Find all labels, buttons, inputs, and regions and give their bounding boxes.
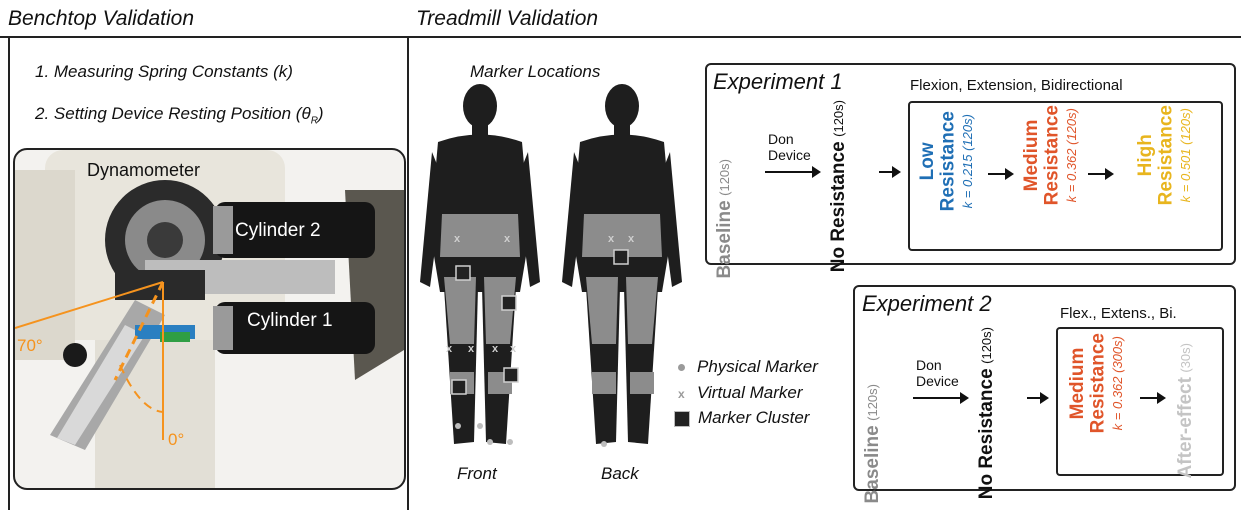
- device-photo-illustration: [15, 150, 404, 488]
- exp2-med-label-1: Medium: [1067, 347, 1088, 419]
- exp2-don-device: Don Device: [916, 357, 968, 389]
- exp1-low-label-2: Resistance: [938, 111, 959, 211]
- exp1-high-k: k = 0.501 (120s): [1178, 108, 1193, 202]
- legend-physical-label: Physical Marker: [697, 357, 818, 376]
- treadmill-title: Treadmill Validation: [416, 7, 598, 31]
- exp1-no-resistance-time: (120s): [831, 100, 846, 137]
- exp2-after-effect: After-effect (30s): [1176, 343, 1197, 478]
- exp1-arrow-1: [765, 171, 819, 173]
- exp2-med-k: k = 0.362 (300s): [1110, 336, 1125, 430]
- svg-text:x: x: [504, 233, 511, 245]
- step-resting-position-text: 2. Setting Device Resting Position (θR): [35, 104, 324, 123]
- exp1-low-resistance: Low Resistance k = 0.215 (120s): [918, 111, 976, 211]
- svg-text:x: x: [492, 343, 499, 355]
- step-resting-position: 2. Setting Device Resting Position (θR): [35, 104, 324, 126]
- left-edge: [8, 36, 10, 510]
- front-label: Front: [457, 464, 497, 484]
- legend-cluster: Marker Cluster: [674, 408, 809, 428]
- exp1-medium-resistance: Medium Resistance k = 0.362 (120s): [1022, 105, 1080, 205]
- cylinder-1-label: Cylinder 1: [247, 310, 333, 332]
- exp2-arrow-2: [1027, 397, 1047, 399]
- angle-0-label: 0°: [168, 430, 184, 450]
- exp1-high-resistance: High Resistance k = 0.501 (120s): [1136, 105, 1194, 205]
- exp1-no-resistance-label: No Resistance: [828, 141, 849, 272]
- exp2-after-time: (30s): [1178, 343, 1193, 373]
- physical-marker-icon: [678, 364, 685, 371]
- exp2-no-resistance-time: (120s): [979, 327, 994, 364]
- exp1-high-label-1: High: [1135, 134, 1156, 176]
- svg-text:x: x: [608, 233, 615, 245]
- device-photo: Dynamometer Cylinder 2 Cylinder 1 70° 0°: [13, 148, 406, 490]
- exp1-baseline-label: Baseline: [714, 200, 735, 278]
- cylinder-2-label: Cylinder 2: [235, 220, 321, 242]
- exp1-high-label-2: Resistance: [1156, 105, 1177, 205]
- exp2-arrow-1: [913, 397, 967, 399]
- legend-cluster-label: Marker Cluster: [698, 408, 809, 427]
- exp2-medium-resistance: Medium Resistance k = 0.362 (300s): [1068, 333, 1126, 433]
- experiment-1-box: Experiment 1 Flexion, Extension, Bidirec…: [705, 63, 1236, 265]
- exp1-low-label-1: Low: [917, 142, 938, 180]
- exp1-low-k: k = 0.215 (120s): [960, 114, 975, 208]
- svg-text:x: x: [468, 343, 475, 355]
- exp2-baseline: Baseline (120s): [863, 384, 884, 503]
- step-spring-constants: 1. Measuring Spring Constants (k): [35, 62, 293, 82]
- exp1-med-k: k = 0.362 (120s): [1064, 108, 1079, 202]
- exp2-baseline-label: Baseline: [862, 425, 883, 503]
- exp1-arrow-4: [1088, 173, 1112, 175]
- header-divider: [0, 36, 1241, 38]
- exp1-med-label-2: Resistance: [1042, 105, 1063, 205]
- svg-text:x: x: [446, 343, 453, 355]
- exp2-med-label-2: Resistance: [1088, 333, 1109, 433]
- exp1-med-label-1: Medium: [1021, 119, 1042, 191]
- svg-text:x: x: [628, 233, 635, 245]
- legend-physical: Physical Marker: [678, 357, 818, 377]
- exp1-arrow-2: [879, 171, 899, 173]
- legend-virtual-label: Virtual Marker: [697, 383, 803, 402]
- experiment-1-subtitle: Flexion, Extension, Bidirectional: [910, 77, 1123, 94]
- exp1-arrow-3: [988, 173, 1012, 175]
- benchtop-title: Benchtop Validation: [8, 7, 194, 31]
- exp2-no-resistance: No Resistance (120s): [977, 327, 998, 499]
- svg-text:x: x: [510, 343, 517, 355]
- legend-virtual: x Virtual Marker: [678, 383, 803, 403]
- experiment-1-title: Experiment 1: [713, 69, 843, 95]
- virtual-marker-icon: x: [678, 387, 686, 401]
- back-label: Back: [601, 464, 639, 484]
- exp1-don-device: Don Device: [768, 131, 820, 163]
- exp1-baseline-time: (120s): [717, 159, 732, 196]
- dynamometer-label: Dynamometer: [87, 160, 200, 181]
- exp2-resistance-box: Medium Resistance k = 0.362 (300s) After…: [1056, 327, 1224, 476]
- exp1-baseline: Baseline (120s): [715, 159, 736, 278]
- svg-text:x: x: [454, 233, 461, 245]
- experiment-2-subtitle: Flex., Extens., Bi.: [1060, 305, 1177, 322]
- exp2-arrow-3: [1140, 397, 1164, 399]
- exp2-no-resistance-label: No Resistance: [976, 368, 997, 499]
- exp2-after-label: After-effect: [1175, 377, 1196, 478]
- experiment-2-title: Experiment 2: [862, 291, 992, 317]
- exp2-baseline-time: (120s): [865, 384, 880, 421]
- marker-locations-title: Marker Locations: [470, 62, 600, 82]
- exp1-no-resistance: No Resistance (120s): [829, 100, 850, 272]
- experiment-2-box: Experiment 2 Flex., Extens., Bi. Baselin…: [853, 285, 1236, 491]
- exp1-resistance-box: Low Resistance k = 0.215 (120s) Medium R…: [908, 101, 1223, 251]
- marker-cluster-icon: [674, 411, 690, 427]
- panel-divider: [407, 36, 409, 510]
- angle-70-label: 70°: [17, 336, 43, 356]
